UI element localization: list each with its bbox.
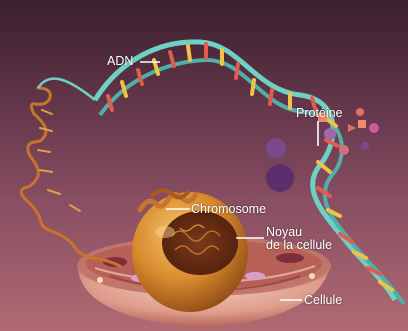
label-adn: ADN <box>107 55 133 68</box>
label-cellule: Cellule <box>304 294 342 307</box>
label-proteine: Protéine <box>296 107 343 120</box>
chromatin-coil <box>21 88 120 266</box>
label-noyau: Noyau de la cellule <box>266 226 332 252</box>
label-noyau-line2: de la cellule <box>266 239 332 252</box>
protein-shape <box>266 108 379 192</box>
label-chromosome: Chromosome <box>191 203 266 216</box>
